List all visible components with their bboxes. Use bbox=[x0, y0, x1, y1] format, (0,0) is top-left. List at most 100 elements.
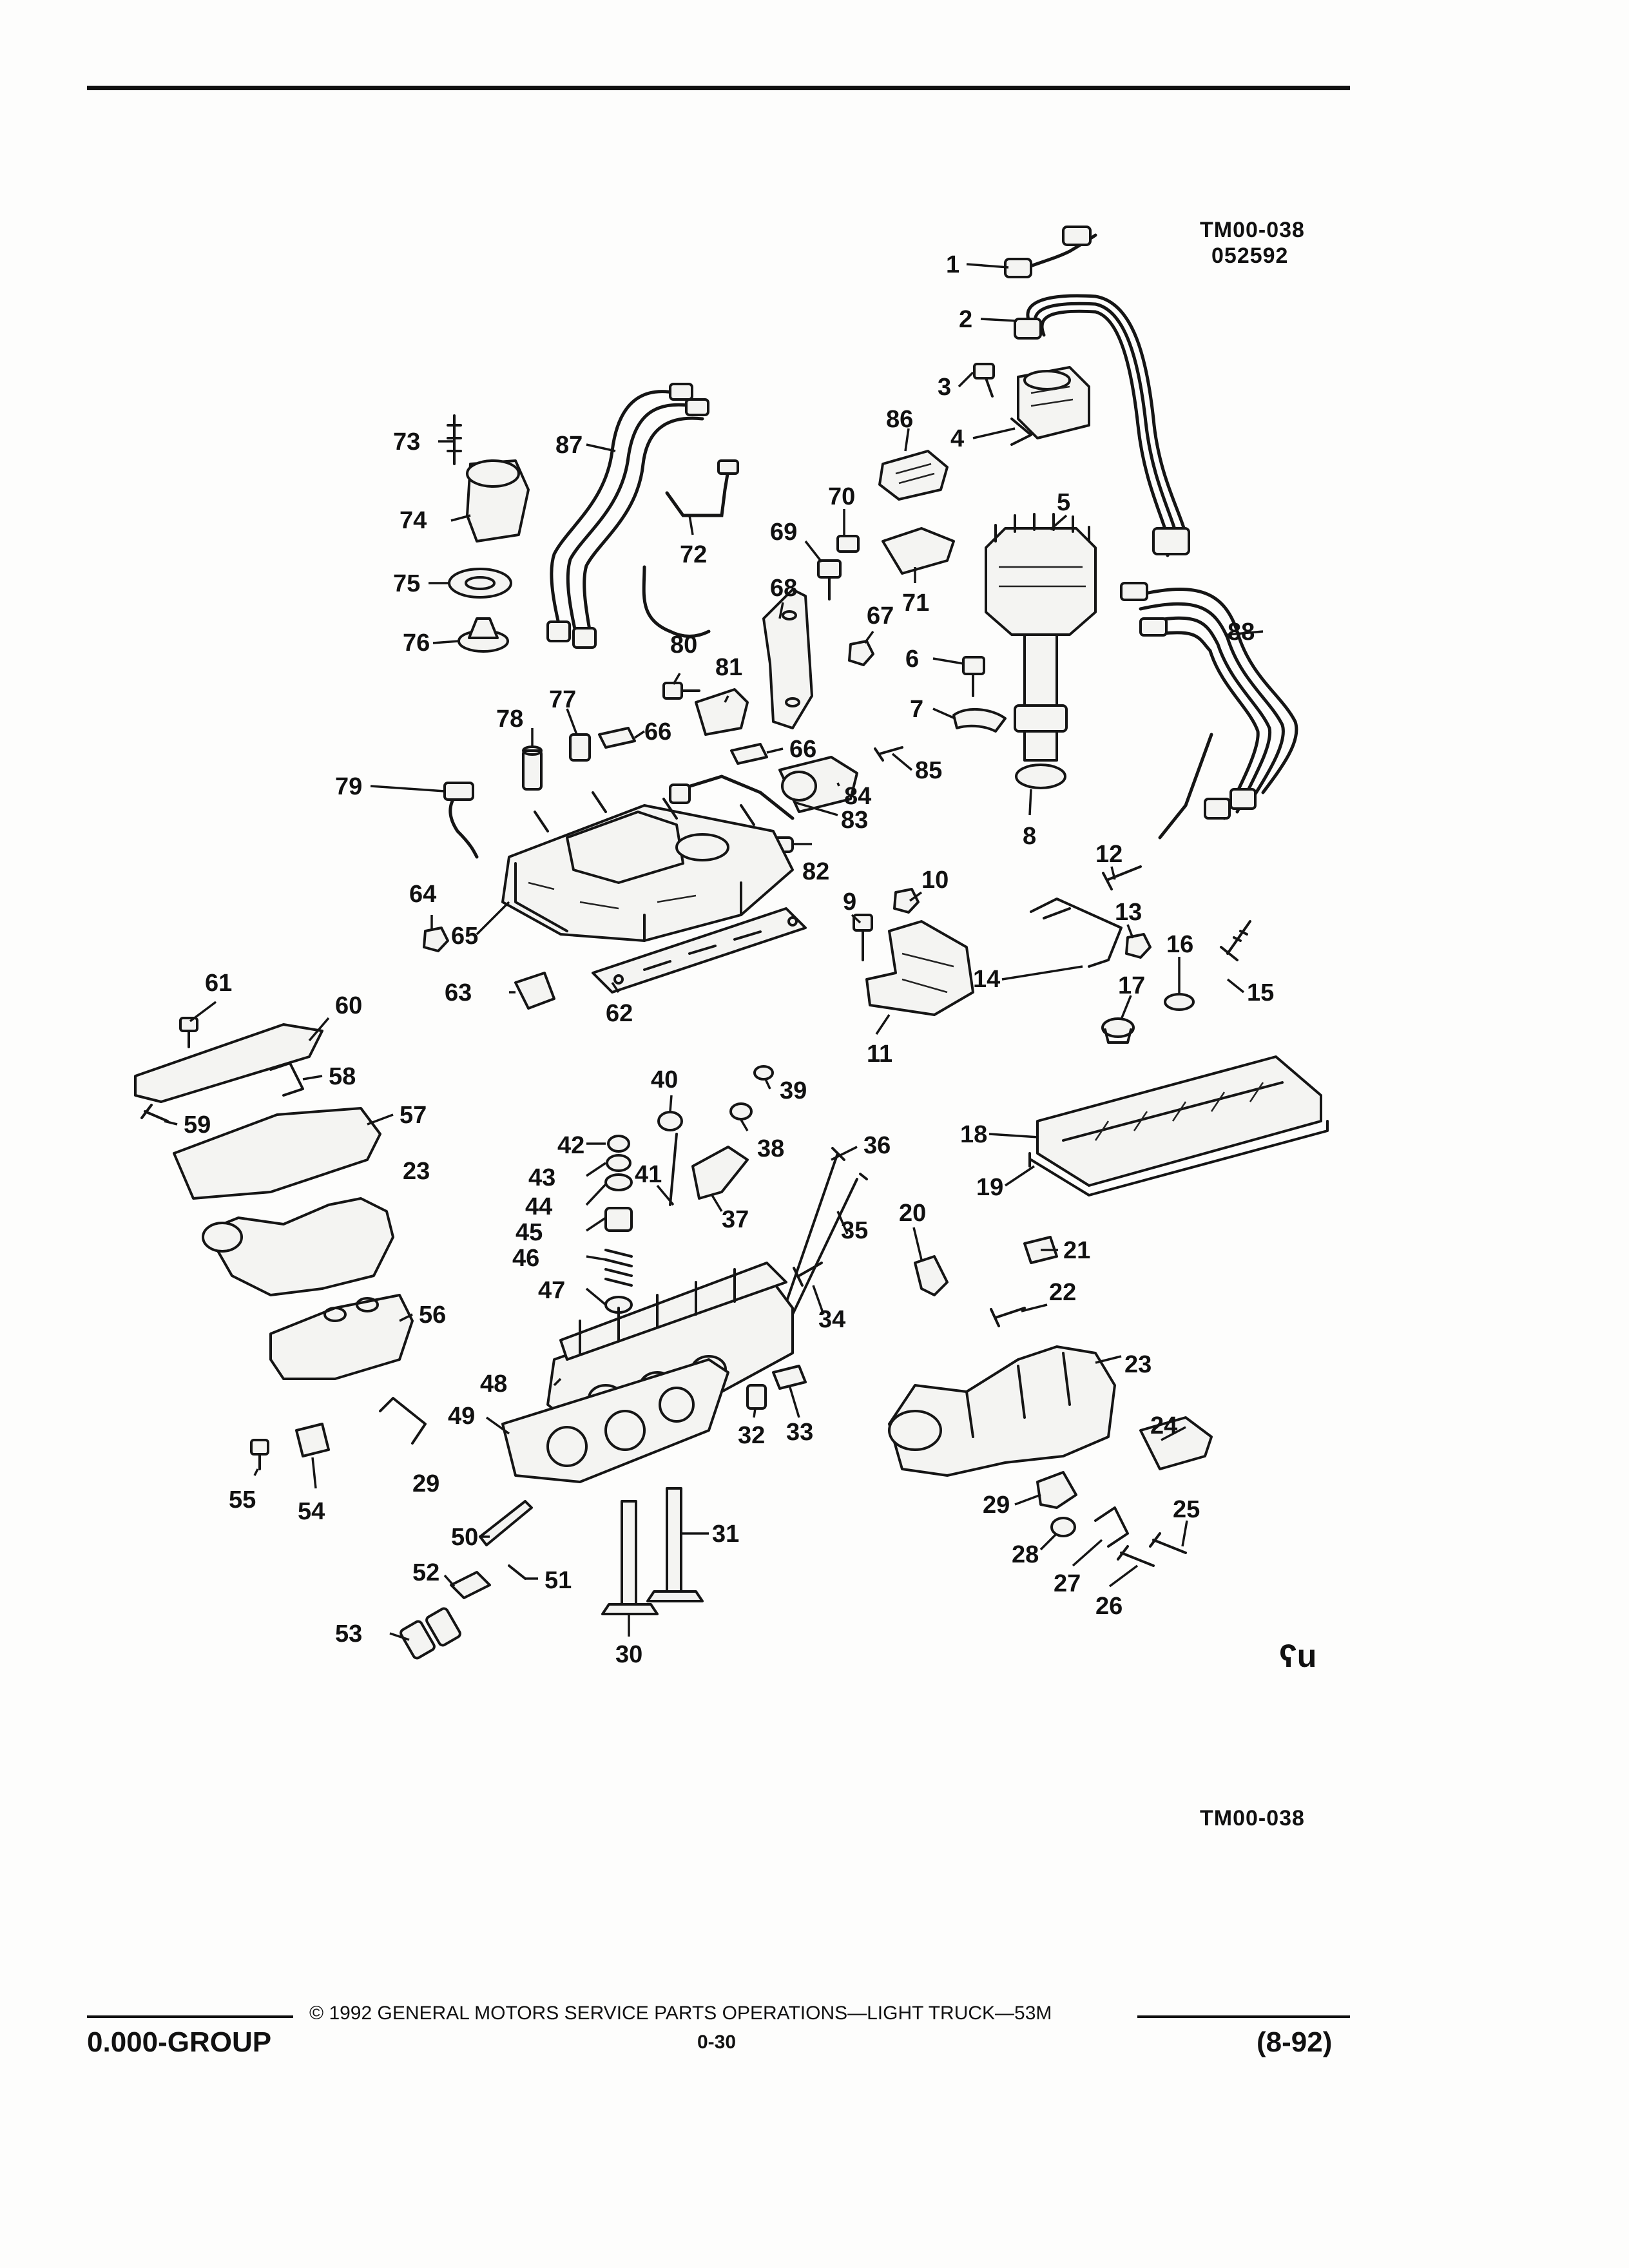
callout-23a: 23 bbox=[403, 1158, 430, 1185]
callout-39: 39 bbox=[780, 1077, 807, 1104]
egr-valve-84-part bbox=[778, 756, 858, 813]
footer-rule-right bbox=[1137, 2015, 1350, 2018]
callout-33: 33 bbox=[786, 1419, 813, 1446]
footer-page-number: 0-30 bbox=[697, 2032, 737, 2053]
callout-8: 8 bbox=[1023, 823, 1036, 850]
callout-88: 88 bbox=[1228, 619, 1255, 646]
nut-13-part bbox=[1125, 933, 1152, 959]
callout-7: 7 bbox=[910, 696, 923, 723]
callout-83: 83 bbox=[841, 807, 868, 834]
valve-train-stack-part bbox=[604, 1135, 633, 1314]
callout-42: 42 bbox=[557, 1132, 584, 1159]
callout-12: 12 bbox=[1095, 841, 1123, 868]
callout-11: 11 bbox=[867, 1041, 892, 1068]
bracket-14-part bbox=[1030, 898, 1123, 968]
bracket-11-part bbox=[865, 920, 974, 1016]
callout-29a: 29 bbox=[412, 1470, 439, 1497]
callout-22: 22 bbox=[1049, 1279, 1076, 1306]
bracket-71-part bbox=[882, 527, 955, 575]
callout-6: 6 bbox=[905, 646, 919, 673]
callout-54: 54 bbox=[298, 1498, 325, 1525]
callout-70: 70 bbox=[828, 483, 855, 510]
hose-83-part bbox=[669, 774, 795, 820]
callout-81: 81 bbox=[715, 654, 742, 681]
callout-47: 47 bbox=[538, 1277, 565, 1304]
exhaust-manifold-right-part bbox=[888, 1345, 1116, 1477]
shield-24-part bbox=[1139, 1416, 1213, 1470]
spark-plug-wire-part bbox=[1004, 226, 1097, 278]
callout-73: 73 bbox=[393, 428, 420, 456]
callout-14: 14 bbox=[973, 966, 1000, 993]
thermostat-housing-part bbox=[466, 459, 530, 543]
bolt-85-part bbox=[874, 746, 903, 762]
gasket-75-part bbox=[448, 568, 512, 599]
callout-26: 26 bbox=[1095, 1593, 1123, 1620]
callout-32: 32 bbox=[738, 1422, 765, 1449]
callout-69: 69 bbox=[770, 519, 797, 546]
callout-65: 65 bbox=[451, 923, 478, 950]
callout-72: 72 bbox=[680, 541, 707, 568]
bolt-25-part bbox=[1149, 1532, 1187, 1554]
callout-20: 20 bbox=[899, 1200, 926, 1227]
callout-45: 45 bbox=[516, 1219, 543, 1246]
callout-19: 19 bbox=[976, 1174, 1003, 1201]
callout-56: 56 bbox=[419, 1302, 446, 1329]
callout-66a: 66 bbox=[644, 718, 671, 745]
bolt-3-part bbox=[973, 363, 995, 398]
callout-36: 36 bbox=[863, 1132, 891, 1159]
nut-39-part bbox=[753, 1065, 774, 1081]
callout-27: 27 bbox=[1054, 1570, 1081, 1597]
bracket-54-part bbox=[295, 1423, 330, 1457]
callout-28: 28 bbox=[1012, 1541, 1039, 1568]
callout-78: 78 bbox=[496, 706, 523, 733]
diagram-code-bottom: TM00-038 bbox=[1200, 1806, 1305, 1831]
valve-cover-part bbox=[1036, 1055, 1322, 1187]
sensor-78-part bbox=[522, 745, 543, 791]
bolt-34-part bbox=[793, 1262, 823, 1287]
sensor-70-part bbox=[836, 535, 860, 553]
clamp-7-part bbox=[952, 707, 1007, 733]
footer-group: 0.000-GROUP bbox=[87, 2026, 272, 2058]
callout-35: 35 bbox=[841, 1217, 868, 1244]
callout-53: 53 bbox=[335, 1620, 362, 1648]
spark-plug-wire-set-87-part bbox=[546, 383, 711, 649]
sensor-77-part bbox=[569, 733, 591, 762]
callout-31: 31 bbox=[712, 1521, 739, 1548]
callout-1: 1 bbox=[946, 251, 959, 278]
bracket-68-part bbox=[762, 588, 813, 729]
callout-57: 57 bbox=[400, 1102, 427, 1129]
callout-62: 62 bbox=[606, 1000, 633, 1027]
sensor-33-part bbox=[772, 1365, 807, 1390]
ignition-coil-part bbox=[1010, 366, 1090, 446]
callout-52: 52 bbox=[412, 1559, 439, 1586]
callout-85: 85 bbox=[915, 757, 942, 784]
stud-73-part bbox=[447, 414, 462, 465]
bolt-61-part bbox=[179, 1017, 198, 1048]
washer-28-part bbox=[1050, 1517, 1076, 1537]
exhaust-manifold-left-part bbox=[202, 1197, 394, 1296]
top-rule bbox=[87, 86, 1350, 90]
ignition-wire-harness-part bbox=[1014, 294, 1190, 557]
clip-20-part bbox=[914, 1255, 949, 1296]
nut-38-part bbox=[729, 1102, 753, 1120]
valve-30-part bbox=[601, 1500, 659, 1615]
callout-29b: 29 bbox=[983, 1492, 1010, 1519]
valve-81-part bbox=[695, 688, 749, 736]
valve-cover-gasket-part bbox=[1028, 1120, 1329, 1196]
corner-mark: ʕu bbox=[1279, 1638, 1317, 1674]
callout-15: 15 bbox=[1247, 979, 1274, 1006]
callout-64: 64 bbox=[409, 881, 436, 908]
callout-5: 5 bbox=[1057, 489, 1070, 516]
callout-13: 13 bbox=[1115, 899, 1142, 926]
callout-23b: 23 bbox=[1124, 1351, 1152, 1378]
bolt-9-part bbox=[853, 914, 873, 961]
callout-37: 37 bbox=[722, 1206, 749, 1233]
bolt-26-part bbox=[1117, 1545, 1155, 1567]
callout-46: 46 bbox=[512, 1245, 539, 1272]
callout-67: 67 bbox=[867, 602, 894, 629]
callout-16: 16 bbox=[1166, 931, 1193, 958]
callout-68: 68 bbox=[770, 575, 797, 602]
callout-75: 75 bbox=[393, 570, 420, 597]
callout-labels: 1 2 3 4 5 6 7 8 9 10 11 12 13 14 15 16 1… bbox=[184, 251, 1274, 1668]
callout-51: 51 bbox=[545, 1567, 572, 1594]
